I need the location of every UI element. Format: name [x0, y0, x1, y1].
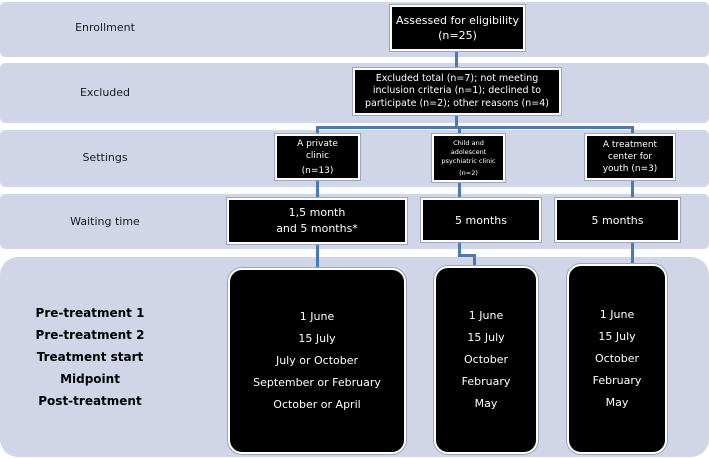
- setting-private-clinic: A private clinic (n=13): [275, 134, 360, 180]
- waiting-private-line-1: 1,5 month: [288, 206, 346, 219]
- timeline-private-midpoint: September or February: [253, 376, 381, 389]
- timeline-private-clinic: 1 June 15 July July or October September…: [228, 268, 406, 454]
- connector-waiting-timeline-right: [631, 240, 634, 268]
- timeline-treatment-center: 1 June 15 July October February May: [567, 264, 667, 454]
- setting-psychiatric-line-2: adolescent: [450, 147, 487, 156]
- stage-label-settings: Settings: [82, 151, 128, 164]
- setting-private-line-3: (n=13): [301, 165, 334, 176]
- setting-center-line-1: A treatment: [602, 140, 658, 150]
- stage-label-enrollment: Enrollment: [75, 21, 135, 34]
- timeline-label-midpoint: Midpoint: [60, 372, 120, 386]
- setting-private-line-1: A private: [297, 138, 338, 149]
- setting-treatment-center: A treatment center for youth (n=3): [585, 134, 675, 180]
- waiting-treatment-center: 5 months: [555, 198, 680, 242]
- timeline-center-pre-treatment-2: 15 July: [598, 330, 636, 343]
- connector-settings-waiting-middle: [458, 178, 461, 202]
- timeline-center-midpoint: February: [592, 374, 642, 387]
- assessed-text: Assessed for eligibility: [396, 14, 519, 27]
- timeline-psychiatric-clinic: 1 June 15 July October February May: [434, 266, 538, 454]
- waiting-private-line-2: and 5 months*: [276, 222, 358, 235]
- excluded-box: Excluded total (n=7); not meeting inclus…: [353, 68, 561, 115]
- timeline-psychiatric-pre-treatment-1: 1 June: [468, 309, 504, 322]
- setting-psychiatric-line-1: Child and: [453, 138, 484, 147]
- setting-psychiatric-line-4: (n=2): [459, 168, 478, 177]
- timeline-psychiatric-treatment-start: October: [463, 353, 509, 366]
- timeline-center-treatment-start: October: [594, 352, 640, 365]
- waiting-psychiatric-line-1: 5 months: [455, 213, 507, 227]
- waiting-center-line-1: 5 months: [591, 213, 644, 227]
- timeline-psychiatric-midpoint: February: [461, 375, 511, 388]
- connector-settings-waiting-right: [631, 178, 634, 202]
- timeline-label-pre-treatment-2: Pre-treatment 2: [35, 328, 145, 342]
- connector-assessed-excluded: [455, 50, 458, 70]
- timeline-label-post-treatment: Post-treatment: [38, 394, 142, 408]
- waiting-psychiatric-clinic: 5 months: [421, 198, 541, 242]
- timeline-center-post-treatment: May: [605, 396, 629, 409]
- excluded-line-1: Excluded total (n=7); not meeting: [375, 72, 539, 84]
- connector-horizontal-branch: [316, 126, 634, 129]
- timeline-label-treatment-start: Treatment start: [36, 350, 144, 364]
- timeline-private-pre-treatment-2: 15 July: [298, 332, 336, 345]
- assessed-count: (n=25): [438, 29, 477, 42]
- setting-psychiatric-clinic: Child and adolescent psychiatric clinic …: [432, 134, 505, 182]
- timeline-psychiatric-pre-treatment-2: 15 July: [467, 331, 505, 344]
- enrollment-band: [0, 2, 709, 57]
- setting-psychiatric-line-3: psychiatric clinic: [441, 156, 496, 165]
- connector-excluded-branch: [455, 113, 458, 128]
- connector-branch-left: [316, 126, 319, 140]
- connector-waiting-timeline-left: [316, 242, 319, 272]
- excluded-line-2: inclusion criteria (n=1); declined to: [372, 85, 542, 97]
- connector-settings-waiting-left: [316, 178, 319, 202]
- timeline-private-post-treatment: October or April: [273, 398, 361, 411]
- timeline-label-pre-treatment-1: Pre-treatment 1: [35, 306, 145, 320]
- excluded-line-3: participate (n=2); other reasons (n=4): [365, 97, 549, 109]
- setting-private-line-2: clinic: [305, 150, 330, 161]
- timeline-private-pre-treatment-1: 1 June: [299, 310, 335, 323]
- assessed-box: Assessed for eligibility (n=25): [390, 5, 525, 51]
- stage-label-excluded: Excluded: [79, 86, 131, 99]
- stage-label-waiting: Waiting time: [70, 215, 140, 228]
- timeline-psychiatric-post-treatment: May: [474, 397, 498, 410]
- timeline-private-treatment-start: July or October: [275, 354, 359, 367]
- setting-center-line-2: center for: [607, 152, 653, 162]
- connector-branch-right: [631, 126, 634, 140]
- connector-waiting-timeline-middle-a: [458, 240, 461, 256]
- connector-waiting-timeline-middle-b: [458, 254, 476, 257]
- connector-branch-middle: [458, 126, 461, 140]
- setting-center-line-3: youth (n=3): [602, 164, 658, 174]
- waiting-private-clinic: 1,5 month and 5 months*: [227, 198, 407, 244]
- timeline-center-pre-treatment-1: 1 June: [599, 308, 635, 321]
- connector-waiting-timeline-middle-c: [473, 254, 476, 269]
